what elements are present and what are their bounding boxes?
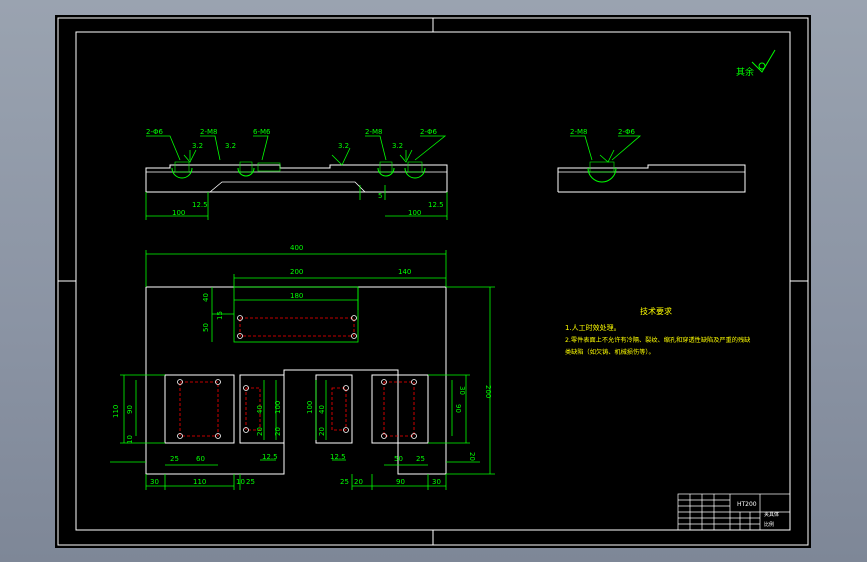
dim-left-90: 90 bbox=[126, 405, 134, 414]
dim-ml-10: 10 bbox=[236, 478, 245, 486]
technical-notes: 技术要求 1.人工时效处理。 2.零件表面上不允许有冷隔、裂纹、缩孔和穿透性缺陷… bbox=[565, 306, 750, 356]
dim-100-right: 100 bbox=[408, 209, 421, 217]
label-2-m8-right: 2-M8 bbox=[365, 128, 382, 136]
pocket-left: 110 90 10 25 60 30 110 bbox=[110, 374, 235, 490]
notes-line-3: 类缺陷（如欠铸、机械损伤等）。 bbox=[565, 348, 655, 356]
dim-r-90h: 90 bbox=[396, 478, 405, 486]
title-block bbox=[677, 493, 791, 531]
label-6-m6: 6-M6 bbox=[253, 128, 271, 136]
dim-ml-20: 20 bbox=[256, 427, 264, 436]
side-label-2-phi6: 2-Φ6 bbox=[618, 128, 635, 136]
dim-40: 40 bbox=[202, 293, 210, 302]
label-2-m8-left: 2-M8 bbox=[200, 128, 217, 136]
dim-r-25: 25 bbox=[416, 455, 425, 463]
notes-line-1: 1.人工时效处理。 bbox=[565, 323, 621, 332]
center-marks bbox=[58, 18, 808, 545]
pocket-mid-left: 40 20 100 20 10 25 12.5 bbox=[236, 374, 285, 490]
dim-r-50: 50 bbox=[394, 455, 403, 463]
dim-12-5-left: 12.5 bbox=[192, 201, 208, 209]
front-section-view: 2-Φ6 2-M8 6-M6 3.2 3.2 3.2 2-M8 3.2 2-Φ6… bbox=[145, 128, 448, 220]
dim-mr-40: 40 bbox=[318, 405, 326, 414]
dim-left-10: 10 bbox=[126, 435, 134, 444]
dim-left-30: 30 bbox=[150, 478, 159, 486]
dim-mr-12-5: 12.5 bbox=[330, 453, 346, 461]
dim-mr-25: 25 bbox=[340, 478, 349, 486]
dim-200-height: 200 bbox=[484, 385, 492, 398]
label-rough-1: 3.2 bbox=[192, 142, 203, 150]
dim-15: 15 bbox=[216, 311, 224, 320]
dim-left-60: 60 bbox=[196, 455, 205, 463]
title-text-b: 比例 bbox=[764, 521, 774, 528]
notes-title: 技术要求 bbox=[640, 306, 672, 316]
dim-100-left: 100 bbox=[172, 209, 185, 217]
dim-left-110: 110 bbox=[112, 405, 120, 418]
dim-left-110-h: 110 bbox=[193, 478, 206, 486]
roughness-symbol: 其余 bbox=[736, 49, 776, 78]
dim-mr-100: 100 bbox=[306, 401, 314, 414]
title-text-a: 夹具体 bbox=[764, 511, 779, 518]
plan-view: 400 200 140 180 40 15 50 200 bbox=[110, 244, 495, 490]
dim-5: 5 bbox=[378, 192, 382, 200]
dim-140: 140 bbox=[398, 268, 411, 276]
dim-12-5-right: 12.5 bbox=[428, 201, 444, 209]
dim-overall-400: 400 bbox=[290, 244, 303, 252]
label-rough-4: 3.2 bbox=[392, 142, 403, 150]
pocket-right: 30 90 20 50 25 30 90 bbox=[352, 374, 480, 490]
dim-ml-100: 100 bbox=[274, 401, 282, 414]
pocket-mid-right: 100 40 20 25 20 12.5 bbox=[306, 374, 363, 490]
dim-ml-25: 25 bbox=[246, 478, 255, 486]
dim-ml-12-5: 12.5 bbox=[262, 453, 278, 461]
label-2-phi6-left: 2-Φ6 bbox=[146, 128, 163, 136]
drawing-sheet bbox=[55, 15, 811, 548]
side-label-2-m8: 2-M8 bbox=[570, 128, 587, 136]
dim-ml-20b: 20 bbox=[274, 427, 282, 436]
dim-left-25: 25 bbox=[170, 455, 179, 463]
label-rough-2: 3.2 bbox=[225, 142, 236, 150]
dim-mr-20: 20 bbox=[318, 427, 326, 436]
slot-hidden bbox=[239, 317, 355, 337]
dim-slot-180: 180 bbox=[290, 292, 303, 300]
dim-r-30: 30 bbox=[458, 386, 466, 395]
dim-r-90: 90 bbox=[454, 404, 462, 413]
dim-50: 50 bbox=[202, 323, 210, 332]
title-part-code: HT200 bbox=[737, 501, 757, 508]
dim-200: 200 bbox=[290, 268, 303, 276]
dim-mr-20h: 20 bbox=[354, 478, 363, 486]
roughness-text: 其余 bbox=[736, 66, 754, 78]
notes-line-2: 2.零件表面上不允许有冷隔、裂纹、缩孔和穿透性缺陷及严重的残缺 bbox=[565, 336, 750, 344]
dim-r-30h: 30 bbox=[432, 478, 441, 486]
dim-r-20: 20 bbox=[468, 452, 476, 461]
label-2-phi6-right: 2-Φ6 bbox=[420, 128, 437, 136]
side-view: 2-M8 2-Φ6 bbox=[557, 128, 746, 193]
label-rough-3: 3.2 bbox=[338, 142, 349, 150]
dim-ml-40: 40 bbox=[256, 405, 264, 414]
